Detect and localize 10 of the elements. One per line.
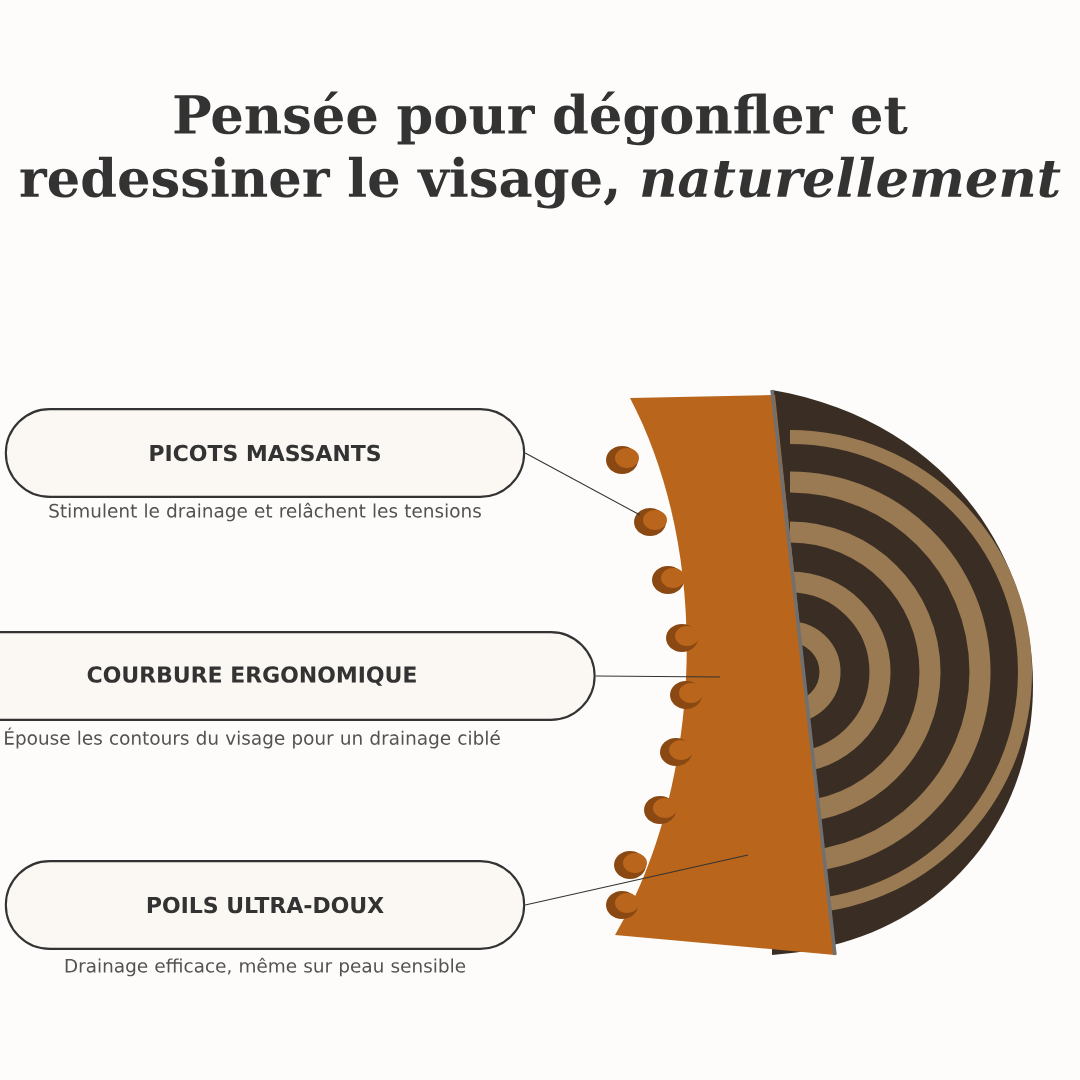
description: Stimulent le drainage et relâchent les tensions — [49, 502, 481, 522]
label-pill: COURBURE ERGONOMIQUE — [0, 631, 596, 721]
label-pill: PICOTS MASSANTS — [4, 408, 526, 498]
description: Drainage efficace, même sur peau sensible — [65, 957, 466, 977]
description: Épouse les contours du visage pour un drainage ciblé — [5, 727, 500, 749]
leader-line — [524, 452, 641, 516]
title: Pensée pour dégonfler et redessiner le visage, naturellement — [20, 91, 1061, 209]
label-pill: POILS ULTRA-DOUX — [4, 860, 526, 950]
leader-line — [595, 675, 721, 678]
leader-line — [524, 854, 749, 906]
